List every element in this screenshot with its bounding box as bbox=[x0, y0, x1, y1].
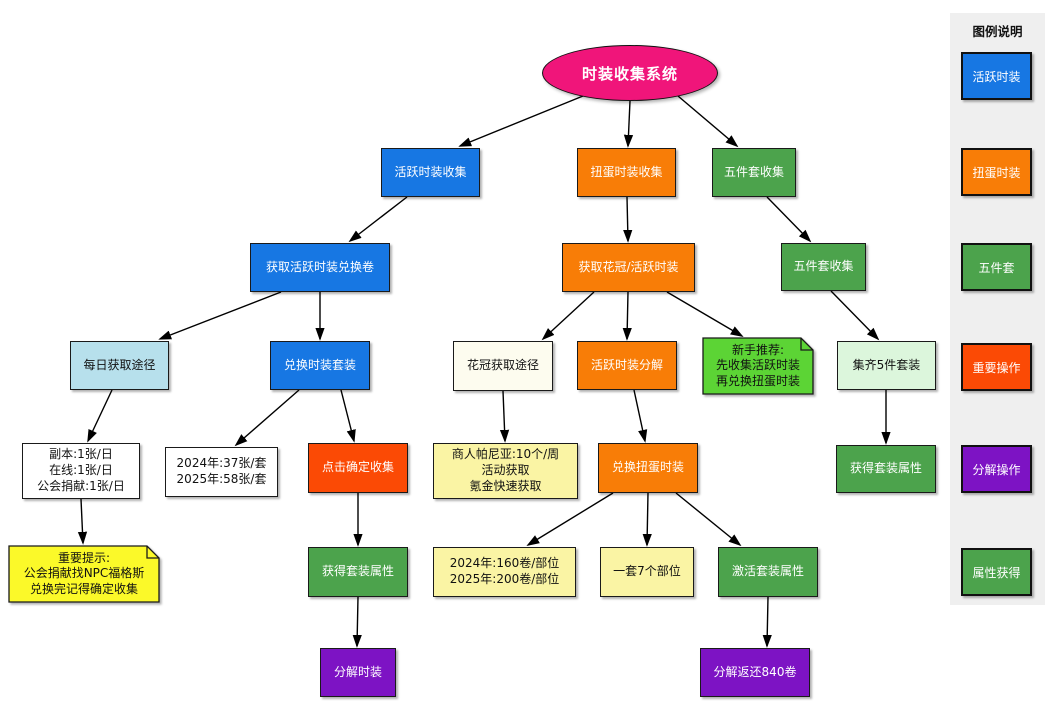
edge-daily-ways-to-detail bbox=[87, 389, 113, 443]
edge-gacha-to-one-set bbox=[642, 492, 652, 547]
edge-crown-ways-to-merchant bbox=[499, 390, 510, 443]
node-active-decompose: 活跃时装分解 bbox=[577, 341, 677, 390]
node-daily-ways: 每日获取途径 bbox=[70, 341, 169, 390]
node-year-cost-part: 2024年:160卷/部位 2025年:200卷/部位 bbox=[433, 547, 576, 597]
legend-item-decompose: 分解操作 bbox=[961, 445, 1032, 493]
edge-five2-to-gather-five bbox=[830, 290, 880, 341]
edge-exchange-to-confirm bbox=[340, 389, 356, 443]
edge-gacha-to-crown bbox=[623, 196, 633, 243]
edge-active-to-voucher bbox=[348, 196, 408, 243]
node-five-collect: 五件套收集 bbox=[712, 148, 796, 197]
edge-root-to-gacha-collect bbox=[623, 100, 634, 148]
note-important-text: 重要提示: 公会捐献找NPC福格斯 兑换完记得确定收集 bbox=[23, 550, 145, 596]
node-year-cost-set: 2024年:37张/套 2025年:58张/套 bbox=[165, 447, 278, 497]
legend-item-attr: 属性获得 bbox=[961, 548, 1032, 596]
legend-item-five: 五件套 bbox=[961, 243, 1032, 291]
note-shape bbox=[8, 545, 160, 603]
note-newbie-text: 新手推荐: 先收集活跃时装 再兑换扭蛋时装 bbox=[715, 342, 800, 388]
edge-gacha-to-activate bbox=[675, 492, 742, 547]
node-crown-ways: 花冠获取途径 bbox=[453, 341, 553, 391]
node-gather-five: 集齐5件套装 bbox=[837, 341, 936, 390]
edge-crown-to-newbie-note bbox=[666, 291, 744, 337]
node-exchange-set: 兑换时装套装 bbox=[270, 341, 370, 390]
edge-five-to-five2 bbox=[766, 196, 812, 243]
note-shape bbox=[702, 337, 814, 395]
node-get-attr-right: 获得套装属性 bbox=[836, 445, 936, 493]
node-active-collect: 活跃时装收集 bbox=[381, 148, 480, 197]
note-important-tip: 重要提示: 公会捐献找NPC福格斯 兑换完记得确定收集 bbox=[8, 545, 160, 603]
node-click-confirm: 点击确定收集 bbox=[308, 443, 408, 493]
legend-panel: 图例说明 活跃时装 扭蛋时装 五件套 重要操作 分解操作 属性获得 bbox=[950, 13, 1045, 605]
node-five-collect-2: 五件套收集 bbox=[781, 243, 866, 291]
node-activate-attr: 激活套装属性 bbox=[718, 547, 818, 597]
node-get-voucher: 获取活跃时装兑换卷 bbox=[250, 243, 390, 292]
edge-gacha-to-year-part bbox=[526, 492, 614, 546]
note-newbie-tip: 新手推荐: 先收集活跃时装 再兑换扭蛋时装 bbox=[702, 337, 814, 395]
node-decompose: 分解时装 bbox=[320, 648, 396, 697]
node-merchant: 商人帕尼亚:10个/周 活动获取 氪金快速获取 bbox=[433, 443, 578, 499]
edge-crown-to-crown-ways bbox=[541, 291, 595, 341]
node-one-set-parts: 一套7个部位 bbox=[600, 547, 694, 597]
edge-crown-to-decompose bbox=[622, 291, 632, 341]
legend-item-active: 活跃时装 bbox=[961, 52, 1032, 100]
node-decompose-return: 分解返还840卷 bbox=[700, 648, 810, 697]
node-exchange-gacha: 兑换扭蛋时装 bbox=[598, 443, 698, 493]
legend-title: 图例说明 bbox=[972, 24, 1023, 39]
legend-item-important: 重要操作 bbox=[961, 343, 1032, 391]
edge-attr-left-to-decompose bbox=[352, 596, 362, 648]
edge-root-to-active-collect bbox=[458, 95, 584, 147]
root-node: 时装收集系统 bbox=[542, 45, 718, 101]
node-get-crown: 获取花冠/活跃时装 bbox=[562, 243, 695, 292]
legend-item-gacha: 扭蛋时装 bbox=[961, 148, 1032, 196]
edge-decompose-to-exchange-gacha bbox=[633, 389, 648, 443]
edge-activate-to-return bbox=[762, 596, 772, 648]
edge-root-to-five-collect bbox=[677, 95, 739, 148]
edge-voucher-to-daily-ways bbox=[158, 291, 282, 340]
node-gacha-collect: 扭蛋时装收集 bbox=[577, 148, 676, 197]
edge-exchange-to-year-set bbox=[234, 389, 300, 447]
node-daily-detail: 副本:1张/日 在线:1张/日 公会捐献:1张/日 bbox=[22, 443, 140, 499]
node-get-attr-left: 获得套装属性 bbox=[308, 547, 408, 597]
edge-detail-to-important bbox=[77, 498, 88, 545]
